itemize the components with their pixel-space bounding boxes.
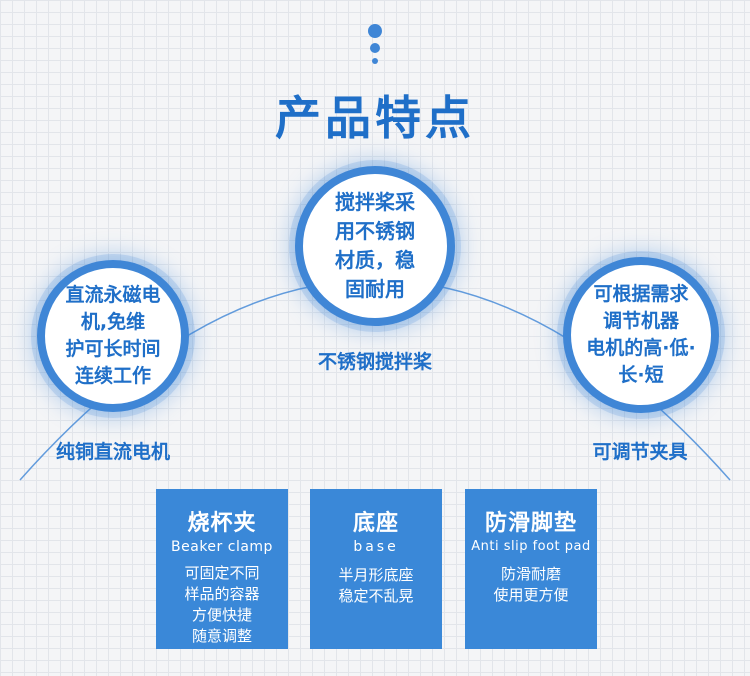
card-body: 半月形底座 稳定不乱晃 <box>338 566 414 605</box>
feature-caption-clamp: 可调节夹具 <box>592 441 688 463</box>
feature-text-clamp: 可根据需求 调节机器 电机的高·低· 长·短 <box>586 283 696 386</box>
feature-text-motor: 直流永磁电 机,免维 护可长时间 连续工作 <box>65 284 161 387</box>
feature-circle-motor: 直流永磁电 机,免维 护可长时间 连续工作 <box>37 260 189 412</box>
feature-caption-motor: 纯铜直流电机 <box>55 441 170 463</box>
card-base: 底座 base 半月形底座 稳定不乱晃 <box>310 489 442 649</box>
decor-dot-small <box>372 58 378 64</box>
card-body: 防滑耐磨 使用更方便 <box>493 565 569 604</box>
card-title: 烧杯夹 <box>187 511 257 536</box>
card-body: 可固定不同 样品的容器 方便快捷 随意调整 <box>184 564 260 645</box>
card-foot-pad: 防滑脚垫 Anti slip foot pad 防滑耐磨 使用更方便 <box>465 489 597 649</box>
decor-dot-medium <box>370 43 380 53</box>
decor-dot-large <box>368 24 382 38</box>
feature-caption-paddle: 不锈钢搅拌桨 <box>317 351 432 373</box>
card-subtitle: base <box>353 539 399 555</box>
card-beaker-clamp: 烧杯夹 Beaker clamp 可固定不同 样品的容器 方便快捷 随意调整 <box>156 489 288 649</box>
card-subtitle: Beaker clamp <box>171 539 273 555</box>
card-title: 防滑脚垫 <box>484 511 577 536</box>
feature-circle-clamp: 可根据需求 调节机器 电机的高·低· 长·短 <box>563 257 719 413</box>
feature-text-paddle: 搅拌桨采 用不锈钢 材质，稳 固耐用 <box>335 190 415 301</box>
page-title: 产品特点 <box>275 91 475 145</box>
card-subtitle: Anti slip foot pad <box>471 539 591 554</box>
feature-circle-paddle: 搅拌桨采 用不锈钢 材质，稳 固耐用 <box>295 166 455 326</box>
card-title: 底座 <box>352 511 399 536</box>
